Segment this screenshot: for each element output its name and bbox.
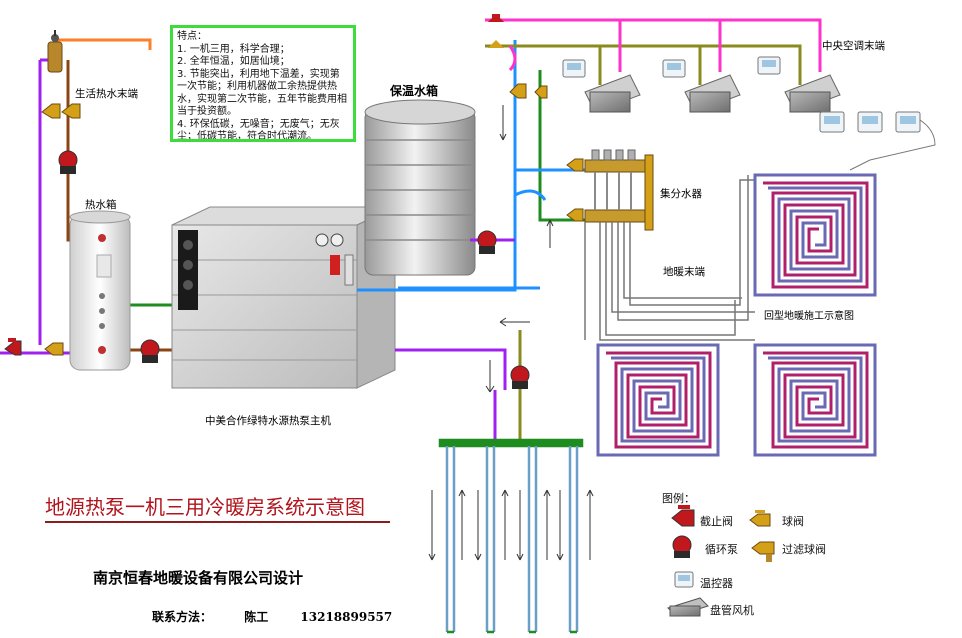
- label-hot-water-tank: 热水箱: [85, 199, 117, 211]
- label-central-ac-terminal: 中央空调末端: [822, 40, 885, 52]
- hot-water-inlet-valves: [4, 338, 160, 363]
- features-heading: 特点：: [177, 31, 207, 42]
- contact-person: 陈工: [244, 610, 269, 624]
- label-main-unit: 中美合作绿特水源热泵主机: [205, 415, 331, 427]
- label-insulated-tank: 保温水箱: [390, 84, 439, 98]
- feature-line-2: 2. 全年恒温，如居仙境；: [177, 56, 290, 67]
- label-floor-heating-note: 回型地暖施工示意图: [764, 311, 854, 322]
- floor-feed-lines: [584, 175, 755, 341]
- flow-arrows-ac: [499, 105, 554, 248]
- legend-ball-valve: 球阀: [782, 515, 804, 528]
- contact-row: 联系方法： 陈工 13218899557: [152, 608, 420, 625]
- hot-water-terminal-valves: [41, 30, 81, 119]
- fan-coil-icon: [667, 597, 709, 617]
- filter-ball-valve-icon: [751, 541, 775, 562]
- floor-spiral-1: [753, 173, 877, 297]
- contact-label: 联系方法：: [152, 610, 213, 624]
- title-underline: [45, 521, 390, 523]
- fan-coil-2: [684, 74, 741, 113]
- stop-valve-icon: [671, 505, 695, 527]
- label-manifold: 集分水器: [660, 188, 702, 200]
- hot-water-tank-body: [69, 210, 131, 371]
- legend-thermostat: 温控器: [700, 577, 733, 590]
- legend-fan-coil: 盘管风机: [710, 604, 754, 617]
- thermostat-icon: [674, 571, 694, 588]
- fan-coil-1: [584, 74, 641, 113]
- legend-filter-ball-valve: 过滤球阀: [782, 543, 826, 556]
- contact-phone: 13218899557: [300, 610, 393, 624]
- legend-heading: 图例：: [662, 492, 695, 505]
- circulation-pump-left: [58, 150, 78, 174]
- ac-thermostats: [562, 56, 921, 133]
- ground-well-loops: [438, 438, 584, 634]
- circulation-pump-tank: [477, 230, 497, 254]
- floor-spiral-3: [753, 343, 877, 457]
- label-floor-heating-terminal: 地暖末端: [663, 266, 705, 278]
- legend-stop-valve: 截止阀: [700, 515, 733, 528]
- manifold-body: [584, 149, 654, 231]
- features-box: 特点： 1. 一机三用，科学合理； 2. 全年恒温，如居仙境； 3. 节能突出，…: [170, 25, 356, 142]
- main-unit-body: [171, 206, 396, 389]
- central-ac-valves: [488, 14, 584, 222]
- ball-valve-icon: [749, 510, 771, 527]
- floor-spiral-2: [596, 343, 720, 457]
- label-hot-water-terminal: 生活热水末端: [75, 88, 138, 100]
- flow-arrows-well: [485, 317, 530, 393]
- company-name: 南京恒春地暖设备有限公司设计: [93, 569, 304, 587]
- well-flow-arrows: [428, 489, 594, 561]
- circulation-pump-icon: [672, 535, 692, 558]
- circulation-pump-well: [510, 365, 530, 389]
- feature-line-3: 3. 节能突出，利用地下温差，实现第一次节能；利用机器做工余热提供热水，实现第二…: [177, 68, 347, 118]
- fan-coil-3: [784, 74, 841, 113]
- feature-line-4: 4. 环保低碳，无噪音；无废气；无灰尘；低碳节能，符合时代潮流。: [177, 118, 340, 142]
- legend-circulation-pump: 循环泵: [705, 543, 738, 556]
- feature-line-1: 1. 一机三用，科学合理；: [177, 43, 290, 55]
- insulated-tank-body: [364, 99, 476, 276]
- diagram-title: 地源热泵一机三用冷暖房系统示意图: [45, 495, 365, 519]
